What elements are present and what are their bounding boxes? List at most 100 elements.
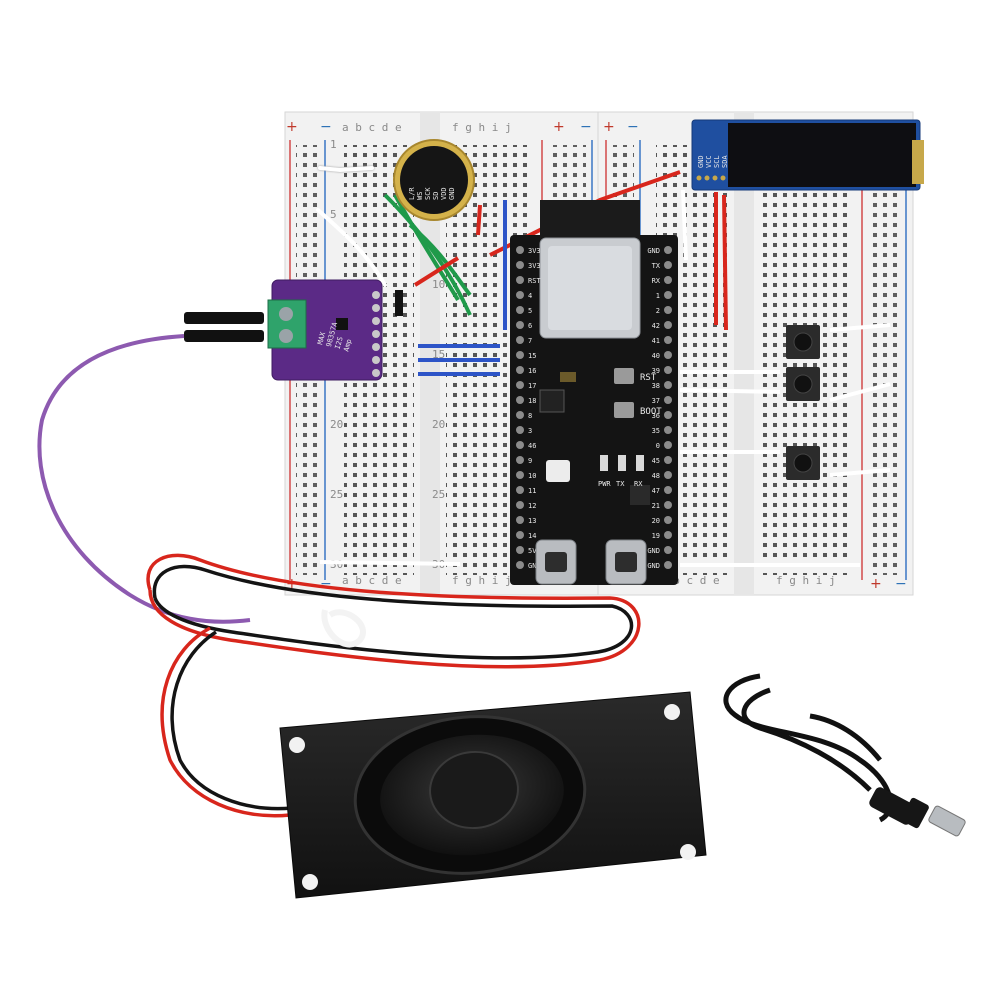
amp-label-line-4: Amp — [342, 338, 353, 352]
status-led — [636, 455, 644, 471]
header-pin — [664, 501, 672, 509]
column-letters-bottom-right-f: f g h i j — [776, 574, 836, 587]
pin-label: 3V3 — [528, 262, 541, 270]
boot-button[interactable] — [614, 402, 634, 418]
header-pin — [664, 276, 672, 284]
row-number: 20 — [330, 418, 343, 431]
pin-label: 13 — [528, 517, 536, 525]
row-number: 25 — [432, 488, 445, 501]
push-button-2[interactable] — [786, 367, 820, 401]
rgb-led — [546, 460, 570, 482]
pin-label: 19 — [652, 532, 660, 540]
pin-label: 37 — [652, 397, 660, 405]
header-pin — [516, 546, 524, 554]
pin-label: 3 — [528, 427, 532, 435]
boot-label: BOOT — [640, 407, 662, 417]
header-pin — [664, 306, 672, 314]
pin-label: GND — [647, 547, 660, 555]
pin-label: 14 — [528, 532, 536, 540]
pin-label: 8 — [528, 412, 532, 420]
pin-label: 6 — [528, 322, 532, 330]
header-pin — [664, 321, 672, 329]
pin-label: 0 — [656, 442, 660, 450]
pin-label: RX — [652, 277, 661, 285]
push-buttons — [786, 325, 820, 480]
pin-header-right: GNDTXRX1242414039383736350454847212019GN… — [647, 246, 672, 570]
header-pin — [664, 561, 672, 569]
header-pin — [516, 351, 524, 359]
header-pin — [516, 381, 524, 389]
oled-pin-label: SCL — [713, 155, 721, 168]
amplifier-module: MAX 98357A I2S Amp — [184, 279, 383, 381]
oled-pin-label: GND — [697, 155, 705, 168]
header-pin — [516, 561, 524, 569]
header-pin — [664, 366, 672, 374]
header-pin — [516, 456, 524, 464]
header-pin — [664, 456, 672, 464]
pin-label: 38 — [652, 382, 660, 390]
pin-header-left: 3V33V3RST4567151617188346910111213145VGN… — [516, 246, 541, 570]
header-pin — [516, 321, 524, 329]
header-pin — [664, 396, 672, 404]
header-pin — [516, 441, 524, 449]
pin-label: 18 — [528, 397, 536, 405]
pin-label: 10 — [528, 472, 536, 480]
column-letters-top-mid: f g h i j — [452, 121, 512, 134]
header-pin — [516, 291, 524, 299]
row-number: 25 — [330, 488, 343, 501]
header-pin — [516, 306, 524, 314]
led-label: TX — [616, 480, 625, 488]
header-pin — [516, 366, 524, 374]
header-pin — [664, 381, 672, 389]
rail-plus-label: + — [553, 119, 565, 135]
speaker-cable — [37, 334, 641, 818]
pin-label: 42 — [652, 322, 660, 330]
rail-minus-label: − — [895, 576, 907, 592]
pin-label: 20 — [652, 517, 660, 525]
led-label: RX — [634, 480, 643, 488]
pin-label: 45 — [652, 457, 660, 465]
amp-label-line-3: I2S — [334, 336, 345, 350]
oled-pin — [720, 175, 726, 181]
header-pin — [664, 336, 672, 344]
header-pin — [664, 486, 672, 494]
pin-label: 39 — [652, 367, 660, 375]
row-number: 15 — [432, 348, 445, 361]
header-pin — [664, 426, 672, 434]
row-number: 10 — [432, 278, 445, 291]
rst-button[interactable] — [614, 368, 634, 384]
pin-label: 35 — [652, 427, 660, 435]
pin-label: 4 — [528, 292, 532, 300]
rail-plus-label: + — [603, 119, 615, 135]
pin-label: GND — [647, 247, 660, 255]
oled-pin-label: VCC — [705, 155, 713, 168]
header-pin — [516, 411, 524, 419]
pin-label: GND — [528, 562, 541, 570]
header-pin — [664, 411, 672, 419]
column-letters-bottom-left: a b c d e — [342, 574, 402, 587]
rail-minus-label: − — [580, 119, 592, 135]
pin-label: 48 — [652, 472, 660, 480]
pin-label: RST — [528, 277, 541, 285]
mic-pin-label: SCK — [424, 187, 432, 200]
pin-label: TX — [652, 262, 661, 270]
push-button-1[interactable] — [786, 325, 820, 359]
header-pin — [516, 501, 524, 509]
status-led — [600, 455, 608, 471]
pin-label: 3V3 — [528, 247, 541, 255]
mic-pin-label: WS — [416, 192, 424, 200]
header-pin — [664, 471, 672, 479]
header-pin — [664, 351, 672, 359]
esp32-dev-board: 3V33V3RST4567151617188346910111213145VGN… — [510, 200, 678, 585]
oled-pin-label: SDA — [721, 155, 729, 168]
pin-label: 15 — [528, 352, 536, 360]
column-letters-bottom-mid: f g h i j — [452, 574, 512, 587]
header-pin — [664, 291, 672, 299]
rail-plus-label: + — [870, 576, 882, 592]
push-button-3[interactable] — [786, 446, 820, 480]
oled-pin — [712, 175, 718, 181]
